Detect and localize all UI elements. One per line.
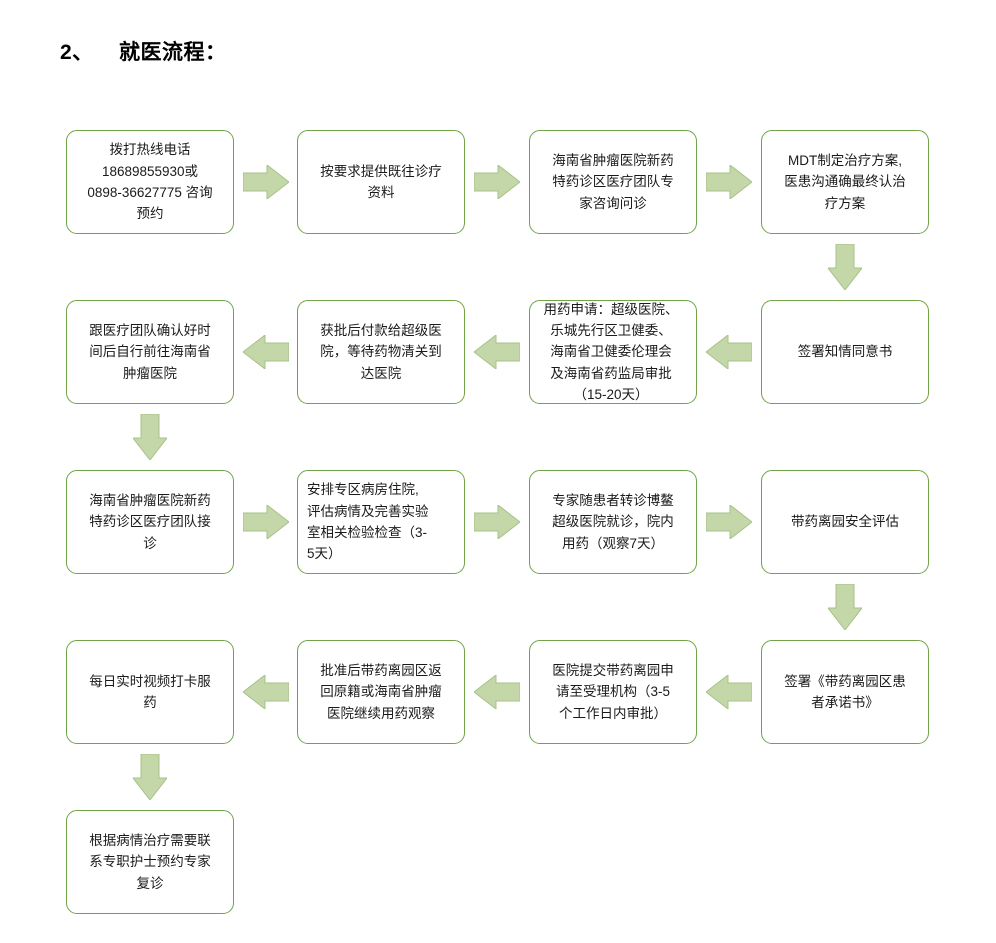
flow-arrow-down [133, 414, 167, 460]
flow-node-label: 批准后带药离园区返 回原籍或海南省肿瘤 医院继续用药观察 [320, 663, 442, 721]
flow-node-n1: 拨打热线电话 18689855930或 0898-36627775 咨询 预约 [66, 130, 234, 234]
flow-node-label: 跟医疗团队确认好时 间后自行前往海南省 肿瘤医院 [89, 323, 211, 381]
flow-node-n8: 跟医疗团队确认好时 间后自行前往海南省 肿瘤医院 [66, 300, 234, 404]
flowchart-canvas: 拨打热线电话 18689855930或 0898-36627775 咨询 预约 按… [0, 110, 996, 930]
flow-node-label: 每日实时视频打卡服 药 [89, 673, 211, 710]
flow-node-n14: 医院提交带药离园申 请至受理机构（3-5 个工作日内审批） [529, 640, 697, 744]
flow-arrow-right [474, 165, 520, 199]
flow-node-label: 带药离园安全评估 [791, 514, 899, 530]
flow-arrow-down [133, 754, 167, 800]
flow-node-n13: 签署《带药离园区患 者承诺书》 [761, 640, 929, 744]
flow-node-label: 根据病情治疗需要联 系专职护士预约专家 复诊 [89, 833, 211, 891]
flow-node-n2: 按要求提供既往诊疗 资料 [297, 130, 465, 234]
flow-node-n17: 根据病情治疗需要联 系专职护士预约专家 复诊 [66, 810, 234, 914]
flow-arrow-left [243, 335, 289, 369]
flow-arrow-down [828, 244, 862, 290]
flow-node-n4: MDT制定治疗方案, 医患沟通确最终认治 疗方案 [761, 130, 929, 234]
flow-arrow-left [474, 335, 520, 369]
page-title: 2、 就医流程： [60, 41, 227, 64]
flow-node-n12: 带药离园安全评估 [761, 470, 929, 574]
flow-node-n15: 批准后带药离园区返 回原籍或海南省肿瘤 医院继续用药观察 [297, 640, 465, 744]
flow-node-n5: 签署知情同意书 [761, 300, 929, 404]
flow-node-label: 海南省肿瘤医院新药 特药诊区医疗团队接 诊 [89, 493, 211, 551]
flow-node-label: 医院提交带药离园申 请至受理机构（3-5 个工作日内审批） [552, 663, 674, 721]
flow-arrow-down [828, 584, 862, 630]
flow-node-label: 拨打热线电话 18689855930或 0898-36627775 咨询 预约 [87, 142, 213, 222]
flow-arrow-right [474, 505, 520, 539]
flow-arrow-left [706, 675, 752, 709]
flow-node-n3: 海南省肿瘤医院新药 特药诊区医疗团队专 家咨询问诊 [529, 130, 697, 234]
flow-node-n7: 获批后付款给超级医 院，等待药物清关到 达医院 [297, 300, 465, 404]
flow-node-label: 获批后付款给超级医 院，等待药物清关到 达医院 [320, 323, 442, 381]
flow-node-n9: 海南省肿瘤医院新药 特药诊区医疗团队接 诊 [66, 470, 234, 574]
flow-node-label: 海南省肿瘤医院新药 特药诊区医疗团队专 家咨询问诊 [552, 153, 674, 211]
flow-arrow-left [706, 335, 752, 369]
flow-node-label: MDT制定治疗方案, 医患沟通确最终认治 疗方案 [784, 153, 906, 211]
flow-node-label: 按要求提供既往诊疗 资料 [320, 163, 442, 200]
flow-node-label: 专家随患者转诊博鳌 超级医院就诊，院内 用药（观察7天） [552, 493, 674, 551]
flow-node-n11: 专家随患者转诊博鳌 超级医院就诊，院内 用药（观察7天） [529, 470, 697, 574]
flow-node-label: 签署知情同意书 [797, 344, 893, 360]
flow-node-label: 签署《带药离园区患 者承诺书》 [784, 673, 906, 710]
flow-arrow-right [706, 165, 752, 199]
flow-arrow-right [706, 505, 752, 539]
flow-node-label: 安排专区病房住院, 评估病情及完善实验 室相关检验检查（3- 5天） [307, 482, 429, 562]
flow-node-n16: 每日实时视频打卡服 药 [66, 640, 234, 744]
flow-arrow-left [474, 675, 520, 709]
flow-arrow-left [243, 675, 289, 709]
flow-arrow-right [243, 505, 289, 539]
flow-node-label: 用药申请：超级医院、 乐城先行区卫健委、 海南省卫健委伦理会 及海南省药监局审批… [543, 301, 679, 402]
flow-arrow-right [243, 165, 289, 199]
flow-node-n10: 安排专区病房住院, 评估病情及完善实验 室相关检验检查（3- 5天） [297, 470, 465, 574]
flow-node-n6: 用药申请：超级医院、 乐城先行区卫健委、 海南省卫健委伦理会 及海南省药监局审批… [529, 300, 697, 404]
